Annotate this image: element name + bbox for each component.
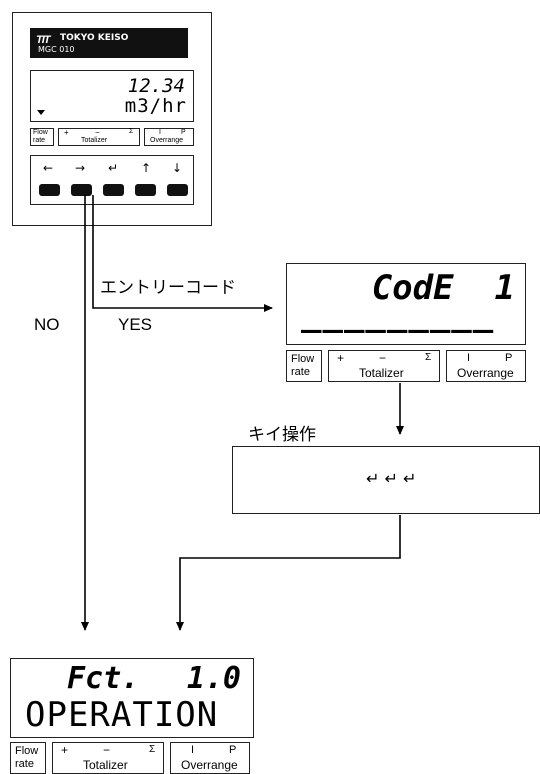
minus-label: − [95, 128, 100, 137]
overrange-label: Overrange [181, 758, 238, 772]
flow-label-text: Flow [15, 745, 39, 757]
brand-logo: TIT [36, 34, 50, 46]
device-display-value: 12.34 [127, 75, 185, 97]
down-arrow-icon: ↓ [172, 161, 183, 175]
up-key[interactable] [135, 184, 156, 196]
device-display-unit: m3/hr [124, 95, 187, 117]
flow-label-text: Flow [291, 353, 315, 365]
totalizer-label: Totalizer [83, 758, 128, 772]
small-overrange-label: I P Overrange [144, 128, 194, 146]
code-line2: _________ [301, 294, 495, 334]
totalizer-label: Totalizer [81, 137, 108, 144]
fct-overrange-label: I P Overrange [170, 742, 250, 774]
key-operation-caption: キイ操作 [248, 425, 316, 444]
p-label: P [229, 744, 237, 756]
no-caption: NO [34, 315, 60, 334]
code-flow-rate-label: Flow rate [286, 350, 322, 382]
sigma-label: Σ [129, 128, 134, 135]
left-key[interactable] [39, 184, 60, 196]
plus-label: + [64, 128, 69, 137]
fct-number: 1.0 [186, 661, 241, 696]
device-model: MGC 010 [38, 45, 75, 54]
p-label: P [181, 129, 186, 136]
indicator-triangle-icon [37, 110, 45, 115]
flow-label-text: Flow [33, 129, 48, 136]
brand-name: TOKYO KEISO [60, 33, 129, 43]
device-lcd: 12.34 m3/hr [30, 70, 194, 122]
entry-code-caption: エントリーコード [100, 278, 236, 297]
rate-label-text: rate [33, 137, 46, 144]
yes-caption: YES [118, 315, 153, 334]
right-arrow-icon: → [75, 161, 86, 175]
i-label: I [467, 352, 471, 364]
p-label: P [505, 352, 513, 364]
fct-flow-rate-label: Flow rate [10, 742, 46, 774]
fct-operation-text: OPERATION [25, 695, 219, 735]
yes-path-line [92, 195, 273, 312]
fct-label: Fct. [67, 661, 140, 696]
right-key[interactable] [71, 184, 92, 196]
small-totalizer-label: + − Σ Totalizer [58, 128, 140, 146]
enter-sequence-icon: ↵ ↵ ↵ [366, 469, 417, 488]
code-line1: CodE 1 [371, 268, 515, 308]
code-totalizer-label: + − Σ Totalizer [328, 350, 440, 382]
code-display: CodE 1 _________ [286, 263, 526, 345]
overrange-label: Overrange [457, 366, 514, 380]
i-label: I [191, 744, 195, 756]
minus-label: − [379, 351, 387, 365]
up-arrow-icon: ↑ [141, 161, 152, 175]
key-operation-box: ↵ ↵ ↵ [232, 446, 540, 514]
keypad: ← → ↵ ↑ ↓ [30, 155, 194, 205]
small-flow-rate-label: Flow rate [30, 128, 54, 146]
enter-icon: ↵ [108, 161, 119, 175]
overrange-label: Overrange [150, 137, 184, 144]
totalizer-label: Totalizer [359, 366, 404, 380]
rate-label-text: rate [291, 366, 310, 378]
brand-bar: TIT TOKYO KEISO MGC 010 [30, 28, 188, 58]
sigma-label: Σ [425, 352, 432, 363]
fct-display: Fct. 1.0 OPERATION [10, 658, 254, 738]
left-arrow-icon: ← [43, 161, 54, 175]
minus-label: − [103, 743, 111, 757]
i-label: I [159, 129, 161, 136]
down-key[interactable] [167, 184, 188, 196]
plus-label: + [61, 743, 69, 757]
rate-label-text: rate [15, 758, 34, 770]
enter-key[interactable] [103, 184, 124, 196]
code-overrange-label: I P Overrange [446, 350, 526, 382]
fct-totalizer-label: + − Σ Totalizer [52, 742, 164, 774]
sigma-label: Σ [149, 744, 156, 755]
plus-label: + [337, 351, 345, 365]
keyop-to-fct-line [176, 515, 401, 631]
